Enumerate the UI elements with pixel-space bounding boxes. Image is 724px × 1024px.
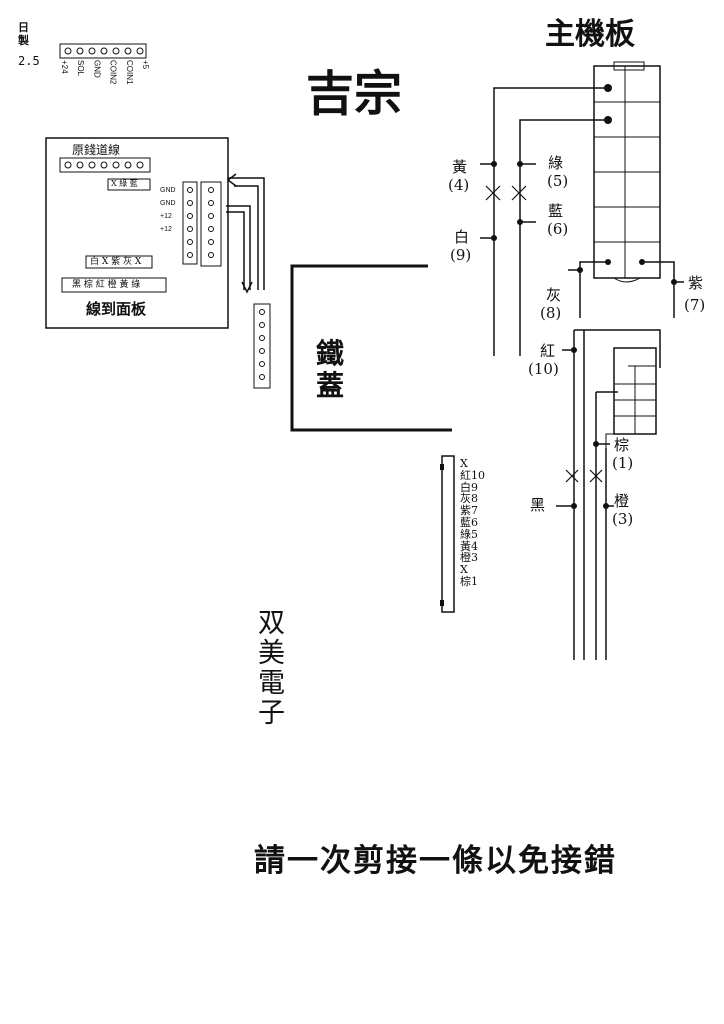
wire-blue-num: (6)	[547, 220, 569, 238]
wire-orange-name: 橙	[614, 492, 630, 510]
pin-label: +24	[60, 60, 69, 74]
date-label: 日 製	[18, 22, 29, 46]
iron-cover-char-1: 鐵	[316, 337, 345, 370]
wire-red-num: (10)	[528, 360, 559, 378]
pinout-item: X	[460, 457, 468, 470]
wire-blue-name: 藍	[548, 202, 564, 220]
pinout-item: X	[460, 563, 468, 577]
wire-purple-name: 紫	[688, 274, 704, 292]
instruction-text: 請一次剪接一條以免接錯	[254, 843, 617, 879]
pin-label: COIN1	[124, 60, 134, 85]
pinout-item: 橙3	[460, 551, 478, 565]
wire-orange-num: (3)	[612, 510, 634, 528]
wire-brown-name: 棕	[614, 436, 630, 454]
company-char: 電	[258, 668, 285, 699]
wire-red-name: 紅	[540, 342, 556, 360]
panel-caption: 線到面板	[86, 300, 147, 318]
pin-label: COIN2	[108, 60, 118, 85]
pinout-item: 棕1	[460, 574, 478, 588]
panel-color-row: 黑 棕 紅 橙 黃 綠	[72, 280, 141, 290]
date-char-1: 日	[18, 21, 29, 34]
wire-white-num: (9)	[450, 246, 472, 264]
pin-label: GND	[92, 60, 102, 78]
pin-label: SOL	[76, 60, 86, 77]
pinout-item: 黃4	[460, 539, 478, 553]
gnd-label: GND	[160, 200, 176, 207]
main-board-title: 主機板	[545, 17, 635, 52]
pinout-item: 白9	[460, 480, 478, 494]
iron-cover-label: 鐵 蓋	[316, 340, 344, 400]
panel-x-green-label: X 綠 藍	[111, 179, 138, 188]
gnd-label: GND	[160, 187, 176, 194]
date-char-2: 製	[18, 34, 29, 47]
version-label: 2.5	[18, 54, 40, 68]
wire-white-name: 白	[454, 228, 470, 246]
panel-title: 原錢道線	[72, 143, 121, 157]
wire-purple-num: (7)	[684, 296, 706, 314]
company-name: 双 美 電 子	[258, 610, 285, 727]
wire-grey-num: (8)	[540, 304, 562, 322]
company-char: 美	[258, 638, 285, 669]
company-char: 双	[258, 608, 285, 639]
pinout-item: 灰8	[460, 492, 478, 506]
pin-label: +5	[140, 60, 150, 70]
top-connector-labels: +24 SOL GND COIN2 COIN1 +5	[60, 60, 150, 88]
gnd-label: +12	[160, 226, 172, 233]
gnd-labels: GND GND +12 +12	[160, 184, 176, 236]
pinout-list: X 紅10 白9 灰8 紫7 藍6 綠5 黃4 橙3 X 棕1	[460, 458, 485, 588]
pinout-item: 紅10	[460, 468, 485, 482]
wire-grey-name: 灰	[546, 286, 562, 304]
pinout-item: 藍6	[460, 515, 478, 529]
pinout-item: 紫7	[460, 504, 478, 518]
wire-green-name: 綠	[548, 154, 564, 172]
wire-yellow-num: (4)	[448, 176, 470, 194]
pinout-item: 綠5	[460, 527, 478, 541]
iron-cover-char-2: 蓋	[316, 369, 345, 402]
brand-title: 吉宗	[306, 66, 403, 122]
company-char: 子	[258, 698, 285, 729]
wire-yellow-name: 黃	[452, 158, 468, 176]
wire-black-name: 黑	[530, 496, 546, 514]
wire-brown-num: (1)	[612, 454, 634, 472]
gnd-label: +12	[160, 213, 172, 220]
panel-lower-row: 白 X 紫 灰 X	[90, 257, 142, 267]
wire-green-num: (5)	[547, 172, 569, 190]
